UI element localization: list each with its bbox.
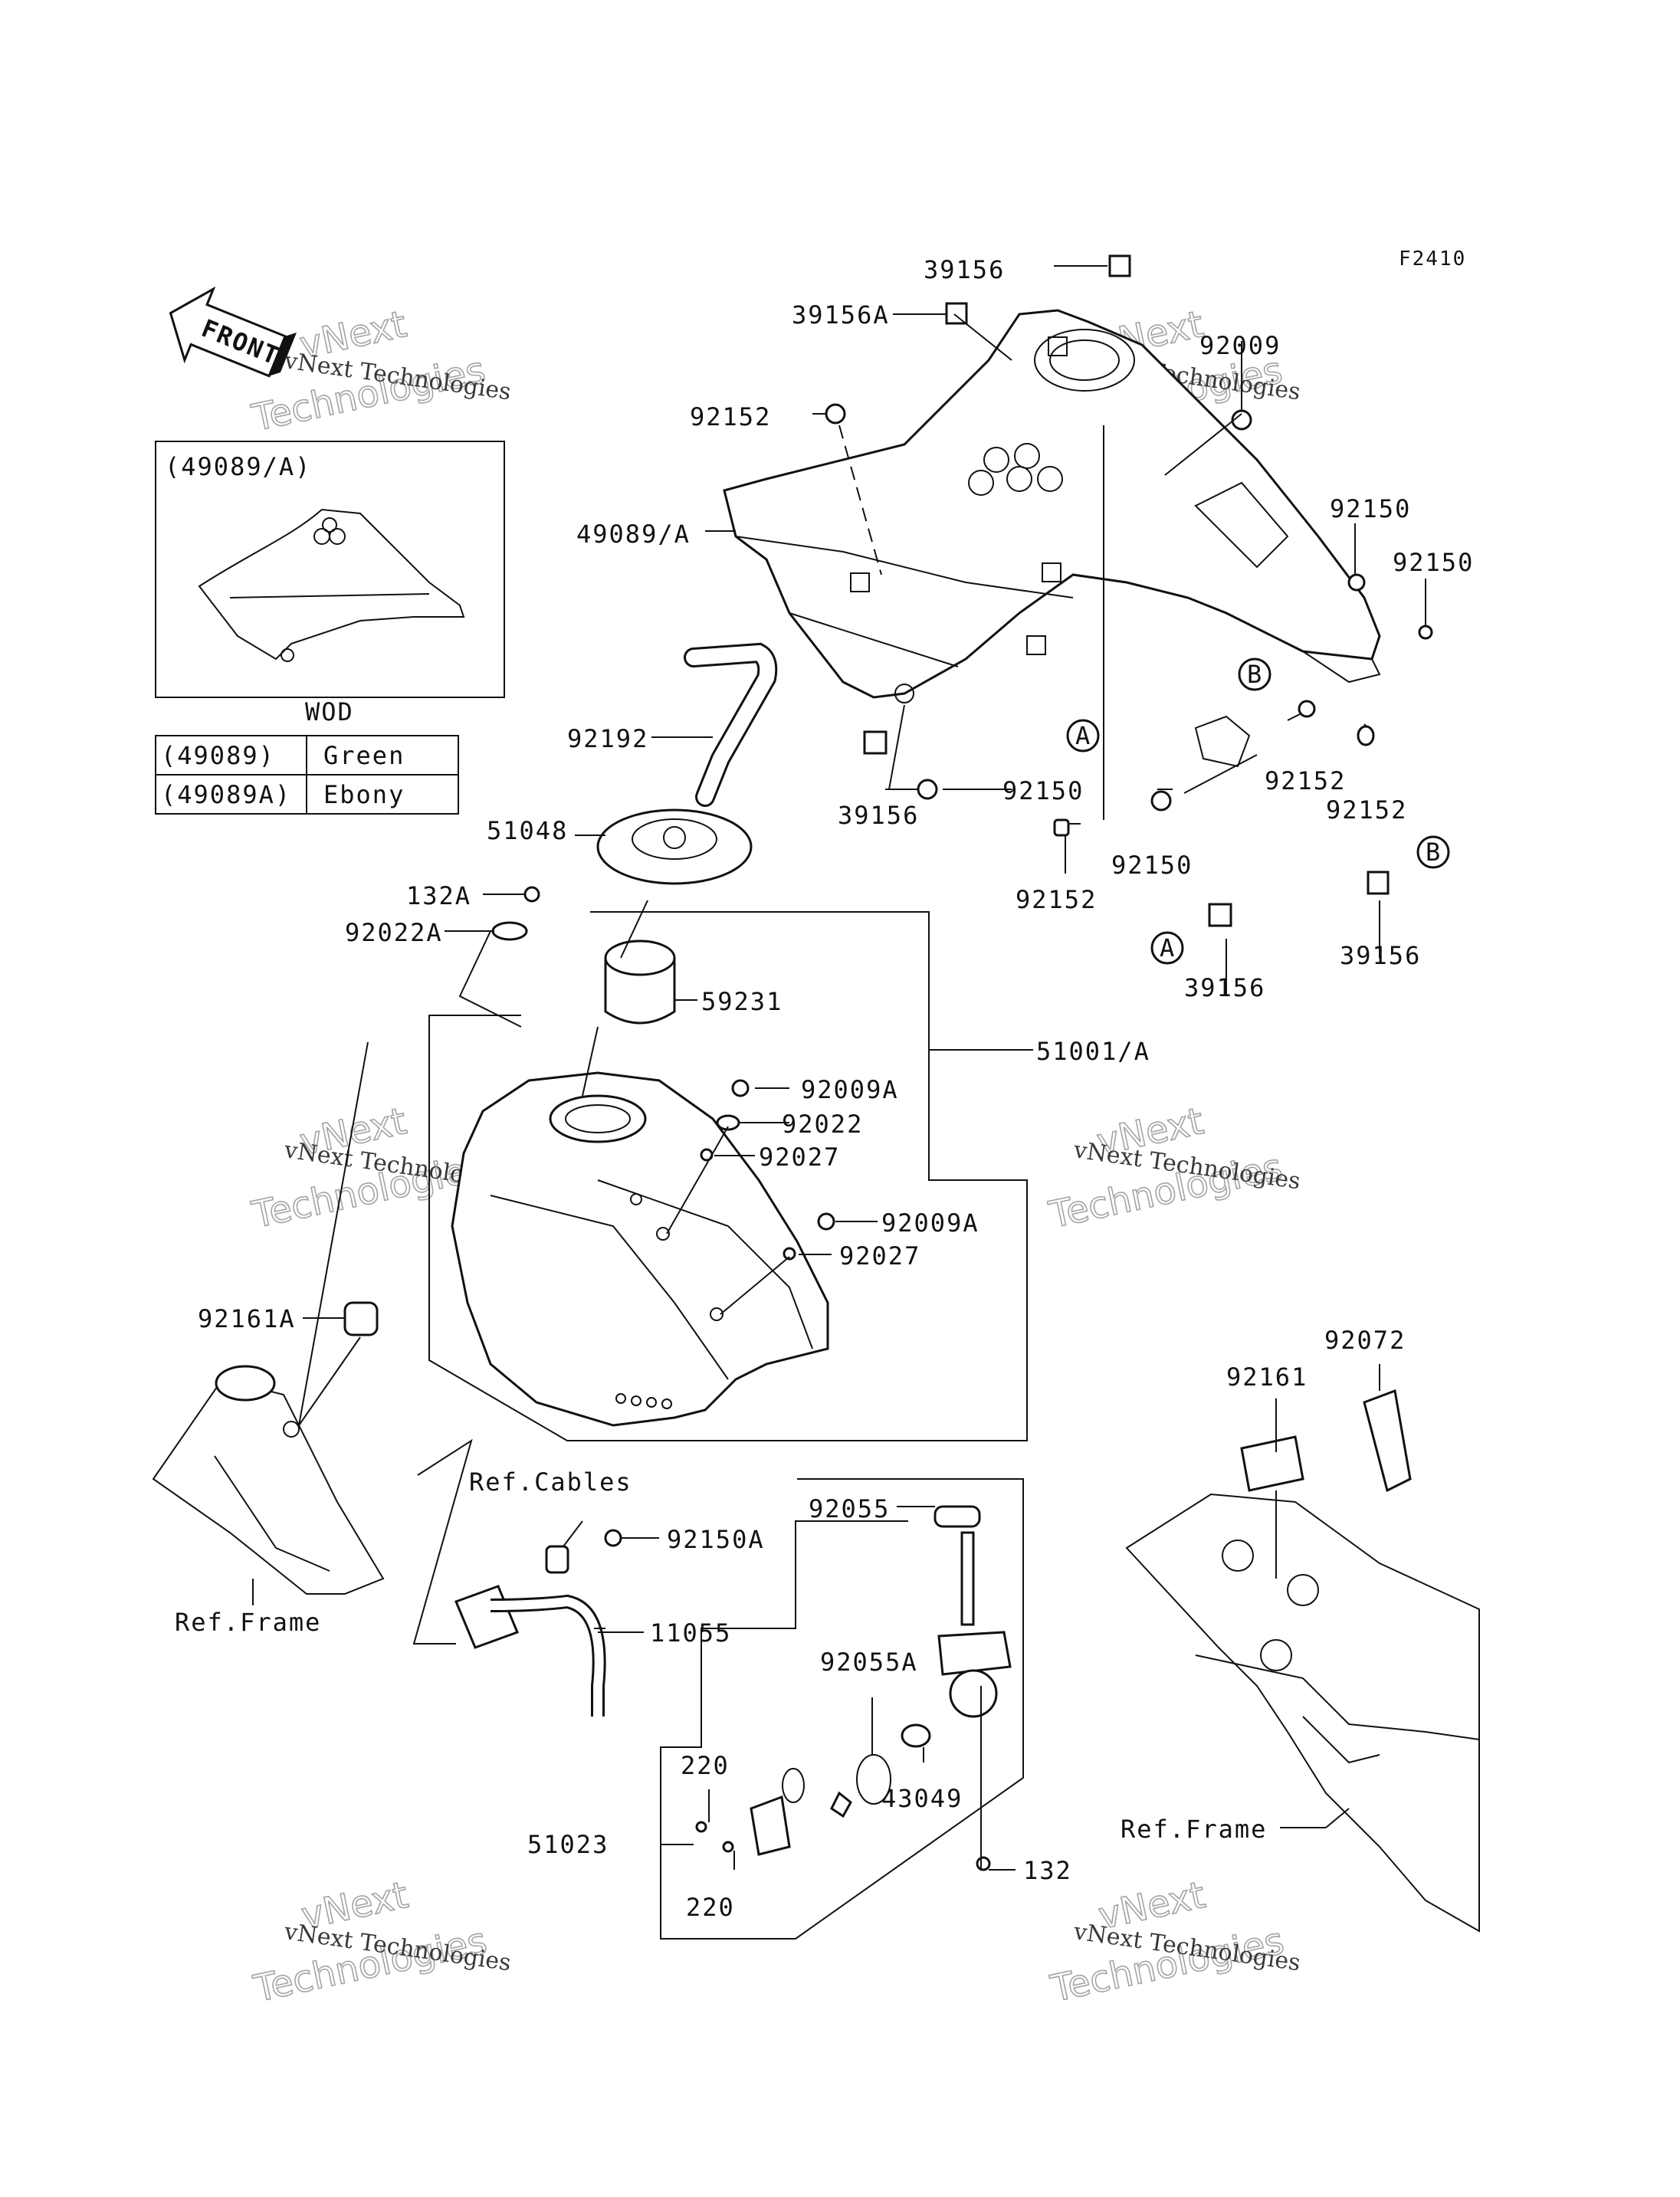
callout-39156-mid: 39156 (838, 801, 919, 830)
callout-92152-r2: 92152 (1326, 795, 1407, 825)
callout-220-b: 220 (686, 1893, 735, 1922)
bracket-part (454, 1529, 622, 1717)
callout-92055A: 92055A (820, 1648, 918, 1677)
inset-caption: WOD (305, 697, 354, 726)
callout-39156-top: 39156 (924, 255, 1005, 284)
inset-title: (49089/A) (165, 452, 311, 481)
callout-92152-r1: 92152 (1265, 766, 1346, 795)
callout-39156-b: 39156 (1340, 941, 1421, 970)
callout-39156A: 39156A (792, 300, 890, 330)
callout-92161: 92161 (1226, 1362, 1308, 1392)
color-table-part-2: (49089A) (161, 780, 291, 809)
fuel-tank-part (451, 1071, 829, 1427)
callout-92150-r2: 92150 (1393, 548, 1474, 577)
callout-92055: 92055 (809, 1494, 890, 1523)
callout-92009A-1: 92009A (801, 1075, 899, 1104)
color-table-color-2: Ebony (323, 780, 405, 809)
callout-92150-low: 92150 (1111, 851, 1193, 880)
callout-51023: 51023 (527, 1830, 609, 1859)
callout-92022A: 92022A (345, 918, 443, 947)
marker-b-1: B (1247, 660, 1263, 689)
callout-92150-mid: 92150 (1002, 776, 1084, 805)
callout-labels: 39156 39156A 92009 92152 49089/A 92150 9… (175, 255, 1474, 1922)
callout-43049: 43049 (881, 1784, 963, 1813)
callout-ref-frame-left: Ref.Frame (175, 1608, 321, 1637)
filter-part (604, 939, 676, 1025)
callout-92022: 92022 (782, 1110, 863, 1139)
callout-92009: 92009 (1199, 331, 1281, 360)
inset-box: (49089/A) WOD (155, 441, 505, 726)
callout-92150A: 92150A (667, 1525, 765, 1554)
callout-92152-low: 92152 (1016, 885, 1097, 914)
hose-part (684, 642, 778, 807)
color-table-part-1: (49089) (161, 741, 275, 770)
marker-a-1: A (1075, 721, 1091, 750)
color-table-color-1: Green (323, 741, 405, 770)
callout-92027-2: 92027 (839, 1241, 920, 1271)
frame-left (152, 1365, 385, 1595)
reference-markers: A B A B (1066, 657, 1450, 965)
fuel-cap-part (596, 808, 753, 885)
callout-92009A-2: 92009A (881, 1208, 979, 1238)
callout-92027-1: 92027 (759, 1143, 840, 1172)
front-arrow-icon: FRONT (169, 286, 297, 378)
callout-92161A: 92161A (198, 1304, 296, 1333)
frame-right (1125, 1389, 1480, 1933)
callout-92150-r1: 92150 (1330, 494, 1411, 523)
callout-59231: 59231 (701, 987, 783, 1016)
color-table: (49089) Green (49089A) Ebony (155, 735, 459, 815)
callout-92072: 92072 (1324, 1326, 1406, 1355)
callout-11055: 11055 (650, 1618, 731, 1648)
fuel-valve-part (695, 1505, 1012, 1871)
callout-51048: 51048 (487, 816, 568, 845)
diagram-code: F2410 (1399, 248, 1466, 271)
leader-lines (252, 254, 1433, 1940)
marker-a-2: A (1160, 933, 1176, 962)
callout-92192: 92192 (567, 724, 648, 753)
shroud-part (723, 309, 1381, 768)
callout-132A: 132A (406, 881, 471, 910)
callout-92152-top: 92152 (690, 402, 771, 431)
callout-132: 132 (1023, 1856, 1072, 1885)
callout-ref-cables: Ref.Cables (469, 1467, 632, 1497)
callout-220-a: 220 (681, 1751, 730, 1780)
callout-39156-a: 39156 (1184, 973, 1265, 1002)
callout-51001A: 51001/A (1036, 1037, 1150, 1066)
marker-b-2: B (1426, 838, 1442, 867)
callout-ref-frame-right: Ref.Frame (1121, 1815, 1267, 1844)
clip-pieces (850, 336, 1068, 655)
callout-49089A: 49089/A (576, 520, 691, 549)
